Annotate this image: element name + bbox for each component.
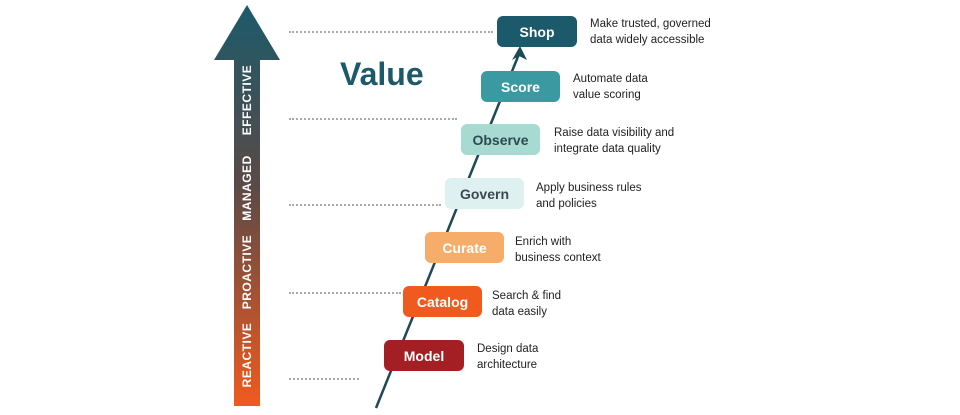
value-title: Value (340, 56, 424, 92)
desc-line: Make trusted, governed (590, 18, 711, 30)
step-govern: Govern (445, 178, 524, 209)
stage-effective-label: EFFECTIVE (240, 64, 254, 136)
step-model-description: Design data architecture (477, 341, 538, 373)
step-label: Catalog (416, 293, 469, 310)
desc-line: Raise data visibility and (554, 127, 675, 139)
step-observe: Observe (461, 124, 540, 155)
desc-line: Enrich with (515, 236, 572, 248)
guide-dots (289, 292, 401, 294)
guide-dots (289, 31, 493, 33)
desc-line: architecture (477, 359, 538, 371)
step-label: Govern (459, 185, 509, 202)
desc-line: and policies (536, 198, 597, 210)
step-label: Model (403, 347, 445, 364)
step-govern-description: Apply business rules and policies (536, 180, 641, 212)
desc-line: business context (515, 252, 601, 264)
desc-line: data easily (492, 306, 547, 318)
step-model: Model (384, 340, 464, 371)
step-label: Observe (472, 131, 529, 148)
step-score-description: Automate data value scoring (573, 71, 648, 103)
desc-line: integrate data quality (554, 143, 661, 155)
step-curate-description: Enrich with business context (515, 234, 601, 266)
step-shop: Shop (497, 16, 577, 47)
step-label: Shop (519, 23, 555, 40)
desc-line: Design data (477, 343, 539, 355)
arrow-up-icon (512, 46, 527, 60)
step-observe-description: Raise data visibility and integrate data … (554, 125, 674, 157)
step-shop-description: Make trusted, governed data widely access… (590, 16, 711, 48)
desc-line: Automate data (573, 73, 648, 85)
desc-line: Apply business rules (536, 182, 642, 194)
desc-line: value scoring (573, 89, 641, 101)
step-curate: Curate (425, 232, 504, 263)
step-score: Score (481, 71, 560, 102)
step-catalog-description: Search & find data easily (492, 288, 561, 320)
maturity-arrow-icon (214, 5, 280, 406)
desc-line: data widely accessible (590, 34, 705, 46)
guide-dots (289, 204, 441, 206)
step-label: Curate (442, 239, 487, 256)
step-label: Score (501, 78, 540, 95)
guide-dots (289, 378, 359, 380)
step-catalog: Catalog (403, 286, 482, 317)
guide-dots (289, 118, 457, 120)
desc-line: Search & find (492, 290, 562, 302)
